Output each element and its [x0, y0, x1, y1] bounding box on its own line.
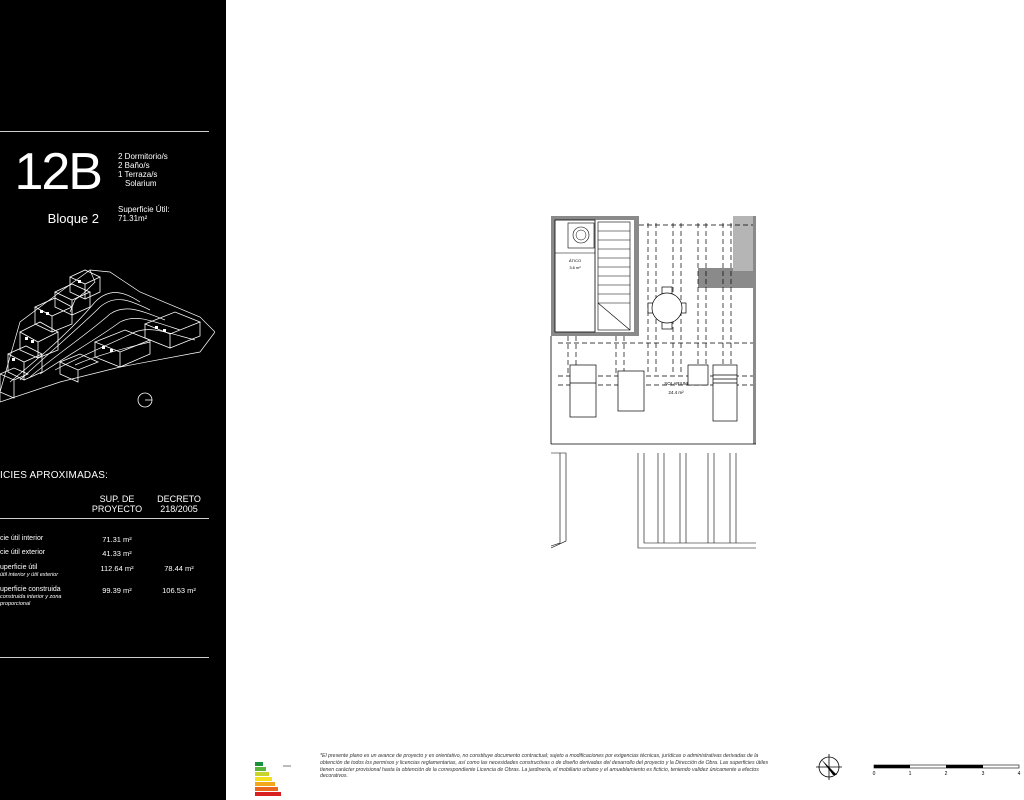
solarium-label: SOLARIUM — [664, 381, 688, 386]
attic-label: ÁTICO — [569, 258, 581, 263]
table-row-label: cie útil exterior — [0, 549, 46, 556]
feature-bedrooms: 2 Dormitorio/s — [118, 152, 168, 161]
table-divider — [0, 518, 209, 519]
scale-bar: 0 1 2 3 4 — [873, 764, 1021, 777]
scale-tick: 3 — [982, 771, 985, 777]
col-header-proyecto: SUP. DE PROYECTO — [91, 494, 143, 514]
table-cell-decreto: 106.53 m² — [162, 586, 196, 595]
table-cell-proyecto: 71.31 m² — [102, 535, 132, 544]
scale-tick: 1 — [909, 771, 912, 777]
table-row-sublabel: útil interior y útil exterior — [0, 572, 59, 578]
scale-tick: 4 — [1018, 771, 1021, 777]
feature-solarium: Solarium — [125, 179, 157, 188]
solarium-area: 24.4 m² — [668, 390, 684, 395]
useful-surface: Superficie Útil: 71.31m² — [118, 205, 170, 223]
lower-floor-outline — [550, 452, 756, 549]
table-row-label: cie útil interior — [0, 535, 44, 542]
divider — [0, 657, 209, 658]
divider — [0, 131, 209, 132]
approx-areas-title: ICIES APROXIMADAS: — [0, 470, 109, 481]
legal-disclaimer: *El presente plano es un avance de proye… — [320, 753, 769, 780]
north-arrow-icon — [816, 754, 842, 780]
floor-plan: ÁTICO 3.6 m² SOLARIUM 24.4 m² — [550, 216, 756, 549]
unit-info-panel: 12B Bloque 2 2 Dormitorio/s 2 Baño/s 1 T… — [0, 0, 226, 800]
table-row-sublabel: construida interior y zona proporcional — [0, 594, 62, 607]
table-row-label: uperficie útil útil interior y útil exte… — [0, 564, 59, 578]
table-cell-decreto: 78.44 m² — [164, 564, 194, 573]
block-label: Bloque 2 — [47, 211, 99, 226]
table-cell-proyecto: 99.39 m² — [102, 586, 132, 595]
unit-code: 12B — [14, 143, 103, 201]
useful-surface-value: 71.31m² — [118, 214, 148, 223]
unit-features: 2 Dormitorio/s 2 Baño/s 1 Terraza/s Sola… — [118, 152, 168, 188]
table-cell-proyecto: 41.33 m² — [102, 549, 132, 558]
scale-tick: 0 — [873, 771, 876, 777]
development-aerial-image — [0, 269, 215, 408]
col-header-decreto: DECRETO 218/2005 — [157, 494, 201, 514]
energy-rating-icon — [255, 762, 291, 796]
attic-area: 3.6 m² — [569, 265, 581, 270]
feature-bathrooms: 2 Baño/s — [118, 161, 150, 170]
table-cell-proyecto: 112.64 m² — [100, 564, 134, 573]
scale-tick: 2 — [945, 771, 948, 777]
table-row-label: uperficie construida construida interior… — [0, 586, 84, 608]
feature-terraces: 1 Terraza/s — [118, 170, 158, 179]
walls — [551, 216, 756, 444]
useful-surface-label: Superficie Útil: — [118, 205, 170, 214]
